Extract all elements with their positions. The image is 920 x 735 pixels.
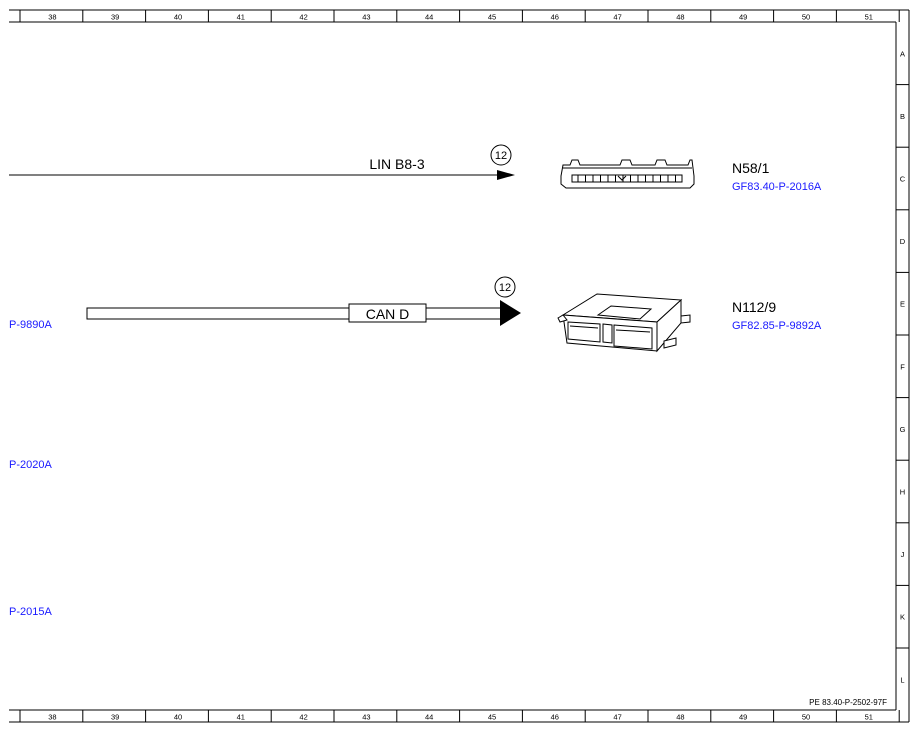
column-label-top: 39 bbox=[111, 13, 119, 22]
row-ticks bbox=[896, 84, 909, 649]
column-label-top: 38 bbox=[48, 13, 56, 22]
row-label: F bbox=[900, 362, 905, 371]
column-label-bottom: 45 bbox=[488, 713, 496, 722]
can-bus: CAN D 12 bbox=[86, 276, 521, 326]
lin-signal: LIN B8-3 12 bbox=[9, 144, 515, 180]
n112-reference-link[interactable]: GF82.85-P-9892A bbox=[732, 320, 822, 332]
column-label-top: 48 bbox=[676, 13, 684, 22]
left-ref-link[interactable]: P-2020A bbox=[9, 459, 52, 471]
column-label-bottom: 40 bbox=[174, 713, 182, 722]
column-label-top: 44 bbox=[425, 13, 433, 22]
column-label-top: 46 bbox=[551, 13, 559, 22]
row-label: G bbox=[900, 425, 906, 434]
column-labels-bottom: 38 39 40 41 42 43 44 45 46 47 48 49 50 51 bbox=[48, 713, 873, 722]
can-label-box bbox=[348, 303, 427, 323]
column-label-bottom: 39 bbox=[111, 713, 119, 722]
can-marker-number: 12 bbox=[499, 282, 511, 294]
column-label-top: 49 bbox=[739, 13, 747, 22]
can-arrowhead bbox=[500, 300, 521, 326]
row-label: D bbox=[900, 237, 906, 246]
column-label-top: 47 bbox=[613, 13, 621, 22]
n112-component-name: N112/9 bbox=[732, 299, 776, 315]
column-label-bottom: 46 bbox=[551, 713, 559, 722]
n112-component-drawing bbox=[557, 293, 691, 353]
can-bus-label: CAN D bbox=[366, 306, 410, 322]
column-label-top: 40 bbox=[174, 13, 182, 22]
row-label: A bbox=[900, 49, 905, 58]
can-marker-circle bbox=[494, 276, 516, 298]
lin-arrowhead bbox=[497, 170, 515, 180]
column-label-bottom: 43 bbox=[362, 713, 370, 722]
row-label: C bbox=[900, 175, 906, 184]
row-labels: A B C D E F G H J K L bbox=[900, 49, 906, 684]
lin-marker-circle bbox=[490, 144, 512, 166]
column-label-top: 43 bbox=[362, 13, 370, 22]
column-label-top: 45 bbox=[488, 13, 496, 22]
left-ref-link[interactable]: P-9890A bbox=[9, 319, 52, 331]
lin-signal-label: LIN B8-3 bbox=[369, 156, 424, 172]
column-label-bottom: 50 bbox=[802, 713, 810, 722]
column-label-bottom: 41 bbox=[237, 713, 245, 722]
row-label: H bbox=[900, 488, 905, 497]
row-label: L bbox=[900, 675, 904, 684]
row-label: E bbox=[900, 300, 905, 309]
column-label-top: 42 bbox=[299, 13, 307, 22]
column-label-top: 51 bbox=[865, 13, 873, 22]
n58-reference-link[interactable]: GF83.40-P-2016A bbox=[732, 181, 822, 193]
column-label-bottom: 47 bbox=[613, 713, 621, 722]
column-label-bottom: 44 bbox=[425, 713, 433, 722]
left-ref-link[interactable]: P-2015A bbox=[9, 606, 52, 618]
column-label-bottom: 42 bbox=[299, 713, 307, 722]
column-label-top: 50 bbox=[802, 13, 810, 22]
document-id: PE 83.40-P-2502-97F bbox=[809, 698, 887, 707]
column-label-top: 41 bbox=[237, 13, 245, 22]
row-label: B bbox=[900, 112, 905, 121]
sheet-frame bbox=[9, 9, 910, 723]
column-label-bottom: 49 bbox=[739, 713, 747, 722]
column-label-bottom: 38 bbox=[48, 713, 56, 722]
can-bus-line bbox=[86, 307, 503, 320]
n58-component-drawing bbox=[560, 159, 695, 189]
row-label: J bbox=[901, 550, 905, 559]
column-label-bottom: 51 bbox=[865, 713, 873, 722]
column-ticks bbox=[19, 10, 900, 722]
column-label-bottom: 48 bbox=[676, 713, 684, 722]
row-label: K bbox=[900, 613, 905, 622]
column-labels-top: 38 39 40 41 42 43 44 45 46 47 48 49 50 51 bbox=[48, 13, 873, 22]
n58-component-name: N58/1 bbox=[732, 160, 770, 176]
lin-marker-number: 12 bbox=[495, 150, 507, 162]
